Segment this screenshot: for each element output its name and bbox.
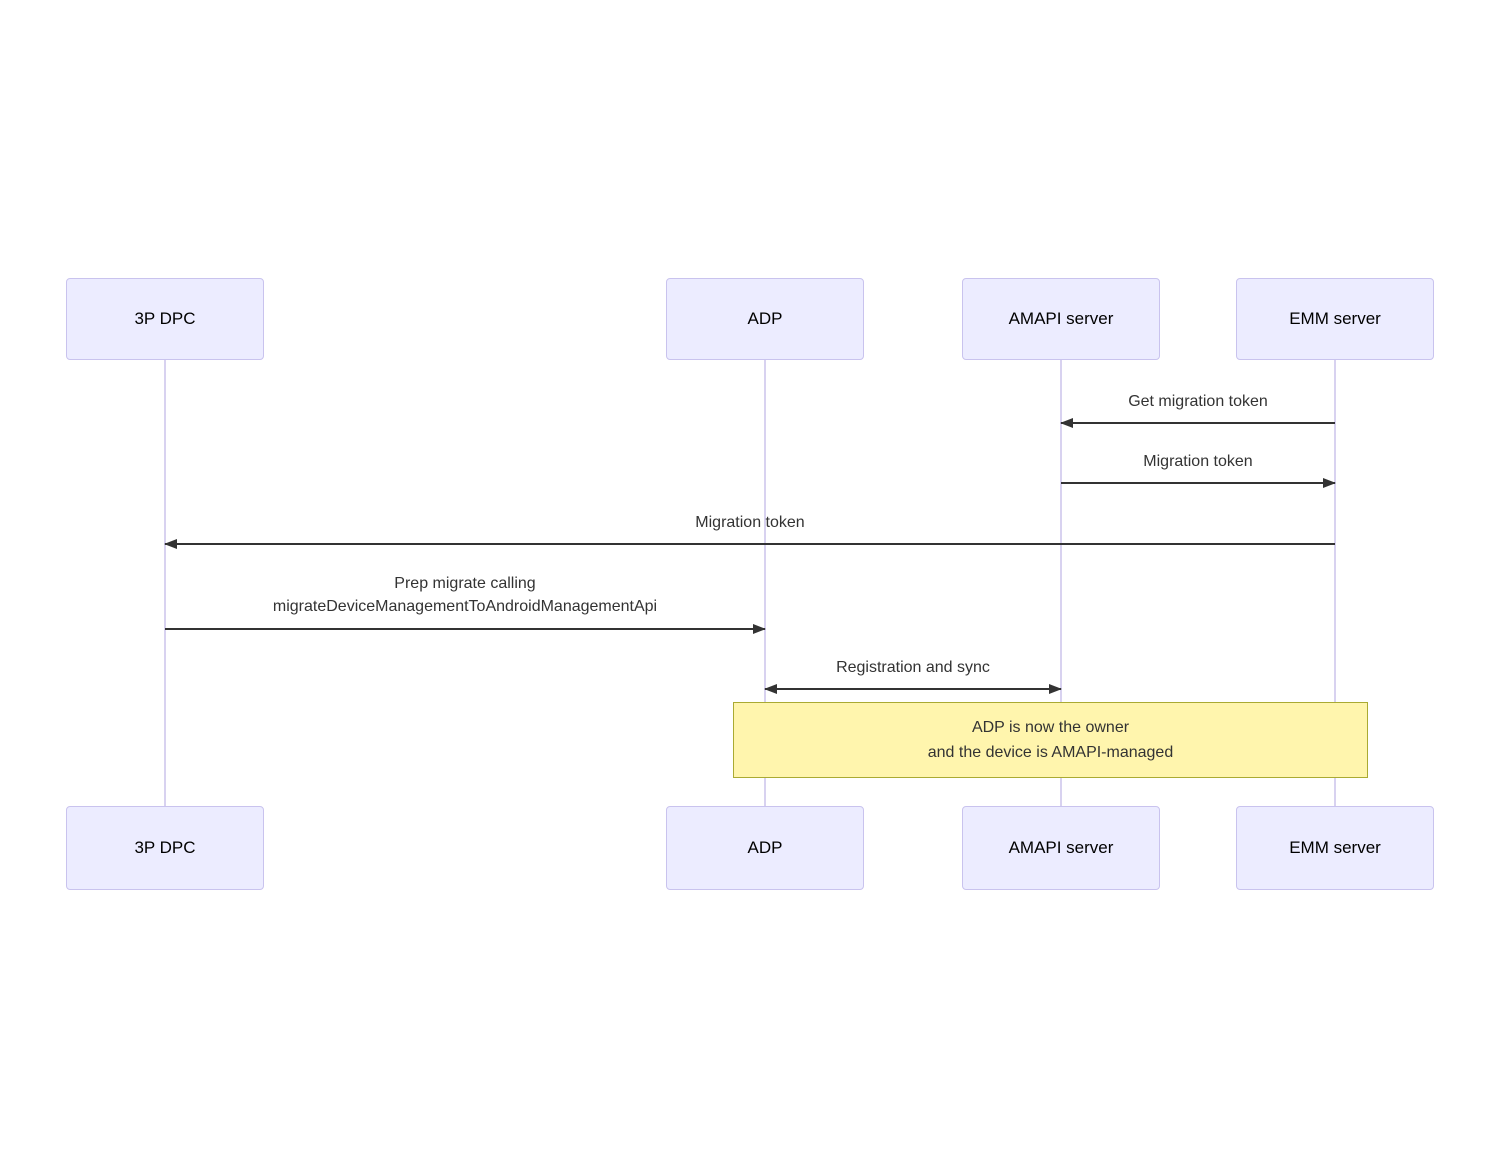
message-prep-migrate: Prep migrate calling migrateDeviceManage…: [165, 572, 766, 634]
lifeline-emm-server: [1334, 360, 1336, 806]
actor-bottom-emm-server: EMM server: [1236, 806, 1434, 890]
arrowhead-left-icon: [1060, 418, 1073, 428]
message-get-migration-token: Get migration token: [1060, 390, 1335, 428]
actor-bottom-3p-dpc: 3P DPC: [66, 806, 264, 890]
message-label: Prep migrate calling migrateDeviceManage…: [165, 572, 765, 618]
note-line1: ADP is now the owner: [971, 719, 1130, 736]
actor-label: 3P DPC: [134, 838, 196, 857]
message-label-line2: migrateDeviceManagementToAndroidManageme…: [272, 598, 658, 615]
message-arrow-line: [165, 624, 766, 634]
message-arrow-line: [1060, 418, 1335, 428]
message-migration-token-to-dpc: Migration token: [164, 511, 1335, 549]
arrowhead-right-icon: [753, 624, 766, 634]
note-line2: and the device is AMAPI-managed: [927, 744, 1174, 761]
arrowhead-left-icon: [164, 539, 177, 549]
actor-top-emm-server: EMM server: [1236, 278, 1434, 360]
actor-bottom-adp: ADP: [666, 806, 864, 890]
actor-label: AMAPI server: [1008, 838, 1114, 857]
message-registration-and-sync: Registration and sync: [764, 656, 1062, 694]
message-arrow-line: [164, 539, 1335, 549]
actor-label: 3P DPC: [134, 309, 196, 328]
actor-label: EMM server: [1289, 309, 1381, 328]
message-label: Migration token: [1143, 453, 1253, 470]
message-label: Migration token: [695, 514, 805, 531]
message-label-line1: Prep migrate calling: [394, 575, 536, 592]
lifeline-amapi-server: [1060, 360, 1062, 806]
lifeline-3p-dpc: [164, 360, 166, 806]
message-arrow-line: [764, 684, 1062, 694]
actor-top-amapi-server: AMAPI server: [962, 278, 1160, 360]
lifeline-adp: [764, 360, 766, 806]
actor-label: EMM server: [1289, 838, 1381, 857]
actor-label: ADP: [747, 309, 783, 328]
actor-label: ADP: [747, 838, 783, 857]
message-label: Get migration token: [1128, 393, 1268, 410]
actor-top-3p-dpc: 3P DPC: [66, 278, 264, 360]
arrowhead-left-icon: [764, 684, 777, 694]
actor-label: AMAPI server: [1008, 309, 1114, 328]
message-label: Registration and sync: [836, 659, 990, 676]
note-box: ADP is now the owner and the device is A…: [733, 702, 1368, 778]
actor-top-adp: ADP: [666, 278, 864, 360]
message-arrow-line: [1061, 478, 1336, 488]
arrowhead-right-icon: [1049, 684, 1062, 694]
actor-bottom-amapi-server: AMAPI server: [962, 806, 1160, 890]
message-migration-token-to-emm: Migration token: [1061, 450, 1336, 488]
arrowhead-right-icon: [1323, 478, 1336, 488]
